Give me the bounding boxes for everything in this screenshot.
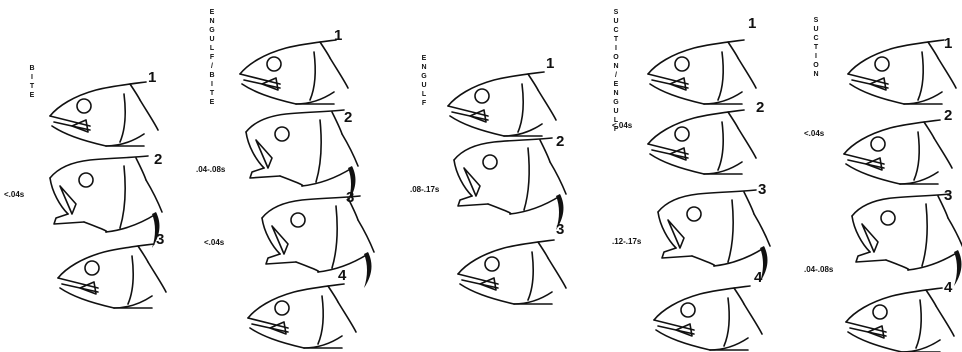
stage-number: 4 <box>338 267 347 284</box>
fish-head-stage-4 <box>846 288 954 352</box>
fish-head-stage-2 <box>648 110 756 174</box>
fish-head-stage-2 <box>50 156 162 248</box>
fish-head-stage-3 <box>458 240 566 304</box>
fish-head-stage-2 <box>246 110 358 202</box>
timing-label: <.04s <box>4 190 25 199</box>
stage-number: 2 <box>556 133 564 150</box>
timing-label: <.04s <box>612 121 633 130</box>
fish-head-stage-4 <box>654 286 762 350</box>
timing-label: .04-.08s <box>804 265 834 274</box>
stage-number: 2 <box>756 99 764 116</box>
stage-number: 3 <box>556 221 564 238</box>
fish-head-stage-3 <box>852 194 962 286</box>
stage-number: 3 <box>758 181 766 198</box>
stage-number: 1 <box>944 35 952 52</box>
fish-head-stage-2 <box>844 120 952 184</box>
fish-head-stage-1 <box>848 40 956 104</box>
fish-head-stage-1 <box>648 40 756 104</box>
stage-number: 4 <box>754 269 763 286</box>
fish-head-stage-1 <box>240 40 348 104</box>
fish-head-stage-3 <box>58 244 166 308</box>
fish-head-stage-1 <box>50 82 158 146</box>
fish-head-stage-1 <box>448 72 556 136</box>
fish-head-stage-3 <box>262 196 374 288</box>
fish-head-stage-2 <box>454 138 566 230</box>
timing-label: .04-.08s <box>196 165 226 174</box>
timing-label: <.04s <box>204 238 225 247</box>
stage-number: 3 <box>346 189 354 206</box>
stage-number: 3 <box>156 231 164 248</box>
stage-number: 1 <box>334 27 342 44</box>
stage-number: 2 <box>944 107 952 124</box>
timing-label: .12-.17s <box>612 237 642 246</box>
stage-number: 2 <box>344 109 352 126</box>
stage-number: 4 <box>944 279 953 296</box>
fish-head-stage-4 <box>248 284 356 348</box>
stage-number: 2 <box>154 151 162 168</box>
timing-label: .08-.17s <box>410 185 440 194</box>
stage-number: 1 <box>546 55 554 72</box>
timing-label: <.04s <box>804 129 825 138</box>
stage-number: 3 <box>944 187 952 204</box>
stage-number: 1 <box>748 15 756 32</box>
stage-number: 1 <box>148 69 156 86</box>
